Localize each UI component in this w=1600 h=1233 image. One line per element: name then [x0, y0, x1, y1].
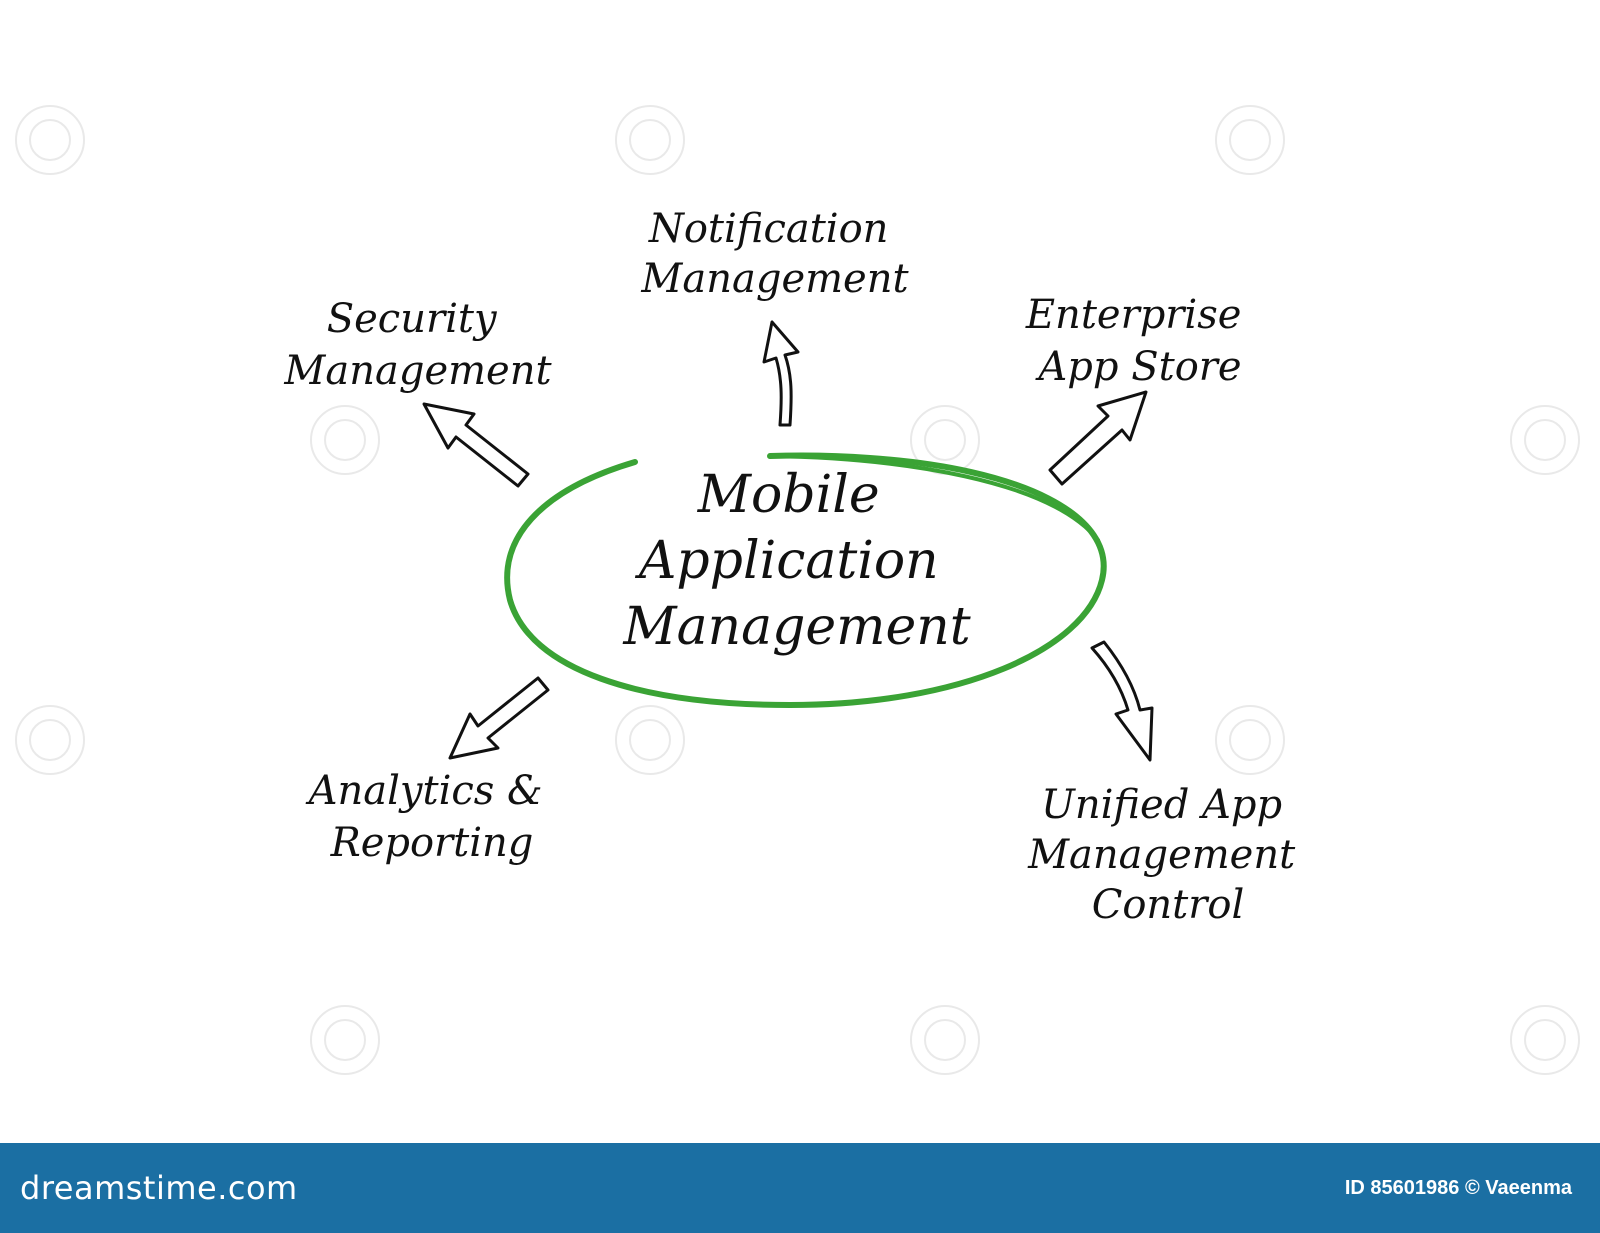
- node-security: Security Management: [283, 296, 552, 394]
- center-ellipse: [504, 452, 1107, 709]
- arrow-notification: [762, 320, 800, 427]
- center-label-line: Application: [635, 531, 939, 591]
- node-notification-line: Notification: [648, 206, 889, 252]
- node-unified: Unified App Management Control: [1027, 782, 1308, 928]
- node-unified-line: Management: [1027, 832, 1296, 878]
- node-unified-line: Unified App: [1041, 782, 1282, 828]
- footer-credit: ID 85601986 © Vaeenma: [1344, 1176, 1572, 1199]
- diagram-canvas: Mobile Application Management Notificati…: [15, 105, 1580, 1075]
- node-analytics-line: Reporting: [330, 820, 534, 866]
- node-security-line: Management: [283, 348, 552, 394]
- center-label-line: Management: [622, 597, 970, 657]
- footer-logo[interactable]: dreamstime.com: [20, 1169, 298, 1207]
- node-notification: Notification Management: [640, 206, 909, 302]
- node-enterprise-line: App Store: [1034, 344, 1241, 390]
- node-security-line: Security: [327, 296, 498, 342]
- arrow-security: [422, 402, 530, 488]
- node-notification-line: Management: [640, 256, 909, 302]
- center-label: Mobile Application Management: [622, 465, 970, 657]
- center-label-line: Mobile: [697, 465, 880, 525]
- watermark-pattern: [15, 105, 1580, 1075]
- footer-bar: dreamstime.com ID 85601986 © Vaeenma: [0, 1143, 1600, 1233]
- node-analytics-line: Analytics &: [305, 768, 543, 814]
- arrow-analytics: [448, 676, 550, 760]
- node-enterprise-line: Enterprise: [1025, 292, 1242, 338]
- arrow-enterprise: [1048, 390, 1148, 486]
- node-unified-line: Control: [1092, 882, 1245, 928]
- node-enterprise: Enterprise App Store: [1025, 292, 1254, 390]
- node-analytics: Analytics & Reporting: [305, 768, 556, 866]
- arrow-unified: [1090, 640, 1154, 762]
- diagram: Mobile Application Management Notificati…: [15, 105, 1580, 1075]
